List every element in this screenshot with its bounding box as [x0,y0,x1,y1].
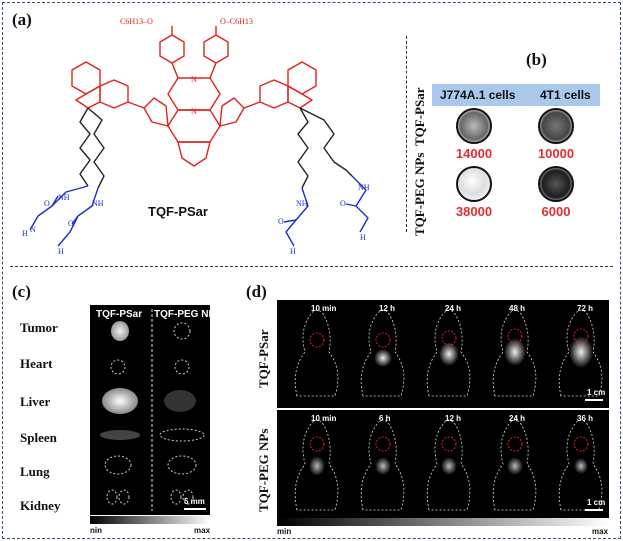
h-label-4: H [360,233,366,242]
d-psar-time-2: 12 h [379,304,396,313]
nh-label-3: NH [296,199,308,208]
d-color-max: max [592,527,609,536]
sarcosine-chains [29,175,369,247]
d-peg-time-2: 6 h [379,414,391,423]
o-label-3: O [340,199,346,208]
d-peg-time-1: 10 min [311,414,337,423]
col-header-4t1: 4T1 cells [540,88,591,102]
alkoxy-right-label: O–C6H13 [220,17,253,26]
d-row-peg: 10 min 6 h 12 h 24 h 36 h 1 cm [277,410,609,518]
d-peg-time-5: 36 h [577,414,594,423]
d-row-label-peg: TQF-PEG NPs [256,428,271,512]
organ-heart: Heart [20,356,53,371]
o-label-2: O [278,217,284,226]
compound-name: TQF-PSar [148,204,208,219]
row-label-psar: TQF-PSar [412,87,427,147]
c-color-bar [90,516,210,524]
d-row-psar: 10 min 12 h 24 h 48 h 72 h 1 cm [277,300,609,408]
n-label-1: N [30,225,36,234]
o-label-4: O [44,199,50,208]
row-label-peg: TQF-PEG NPs [412,152,427,236]
panel-b-label: (b) [526,50,547,69]
organ-spleen: Spleen [20,430,57,445]
d-color-min: min [277,527,292,536]
panel-b-well-area: 14000 10000 38000 6000 [432,106,600,226]
d-row-peg-mice [294,419,603,511]
h-label-3: H [290,247,296,256]
d-psar-time-5: 72 h [577,304,594,313]
d-row-label-psar: TQF-PSar [256,329,271,389]
panel-d-label: (d) [246,282,267,301]
well-psar-4t1 [538,108,574,144]
d-color-bar [277,518,609,526]
c-color-max: max [194,526,211,535]
value-psar-j774: 14000 [455,146,493,161]
c-col-header-psar: TQF-PSar [96,309,143,320]
well-peg-j774 [456,166,492,202]
d-peg-time-4: 24 h [509,414,526,423]
alkoxy-left-label: C6H13–O [120,17,153,26]
h-label-1: H [22,229,28,238]
nh-label-4: NH [358,183,370,192]
nh-label-2: NH [92,199,104,208]
well-images [432,106,600,226]
alkyl-chains [79,107,353,189]
o-label-1: O [68,219,74,228]
d-row-psar-mice [294,309,603,401]
d-psar-time-3: 24 h [445,304,462,313]
organ-kidney: Kidney [20,498,61,513]
col-header-j774: J774A.1 cells [440,88,516,102]
d-peg-time-3: 12 h [445,414,462,423]
pyrazine-n-bottom: N [191,107,197,116]
well-peg-4t1 [538,166,574,202]
well-psar-j774 [456,108,492,144]
c-color-min: nin [90,526,102,535]
c-col-header-peg: TQF-PEG NPs [154,309,221,320]
panel-b-plate: J774A.1 cells 4T1 cells 14000 10000 3800… [432,84,600,226]
organ-liver: Liver [20,394,51,409]
organ-tumor: Tumor [20,320,58,335]
ex-vivo-image: TQF-PSar TQF-PEG NPs 5 mm [90,305,221,515]
d-psar-time-4: 48 h [509,304,526,313]
value-peg-j774: 38000 [455,204,493,219]
organ-lung: Lung [20,464,50,479]
h-label-2: H [58,247,64,256]
value-peg-4t1: 6000 [541,204,571,219]
pyrazine-n-top: N [191,75,197,84]
chemical-structure: C6H13–O O–C6H13 N N NH NH NH NH O O O O … [22,17,370,256]
panel-a-label: (a) [12,10,32,29]
vertical-divider [406,36,407,232]
d-psar-time-1: 10 min [311,304,337,313]
panel-c-label: (c) [12,282,31,301]
polymer-core [71,26,317,167]
c-scale-bar-label: 5 mm [184,497,205,506]
d-psar-scale-bar: 1 cm [587,388,606,397]
horizontal-divider [10,266,613,267]
nh-label-1: NH [58,193,70,202]
panel-b-header: J774A.1 cells 4T1 cells [432,84,600,106]
d-peg-scale-bar: 1 cm [587,498,606,507]
ex-vivo-organs [100,309,206,511]
value-psar-4t1: 10000 [537,146,575,161]
